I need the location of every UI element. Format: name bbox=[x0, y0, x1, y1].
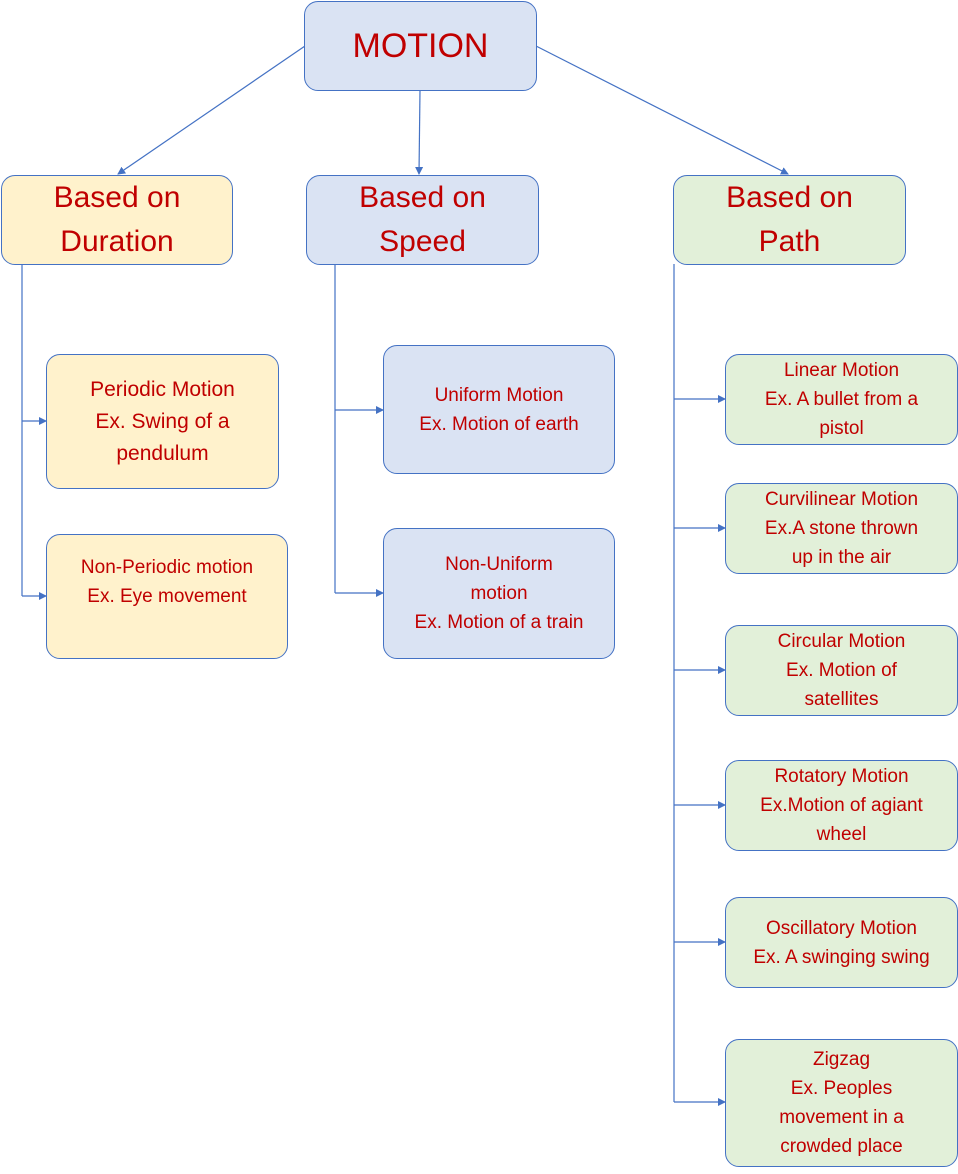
node-line: pendulum bbox=[116, 441, 209, 465]
category-duration: Based on Duration bbox=[1, 175, 233, 265]
root-label: MOTION bbox=[352, 26, 489, 65]
node-line: Ex. A swinging swing bbox=[753, 946, 930, 968]
category-speed: Based on Speed bbox=[306, 175, 539, 265]
node-line: crowded place bbox=[780, 1136, 903, 1157]
node-line: Ex.A stone thrown bbox=[764, 518, 919, 539]
node-circular-motion: Circular Motion Ex. Motion of satellites bbox=[725, 625, 958, 716]
arrow-root-to-duration bbox=[117, 45, 306, 175]
node-line: Ex.Motion of agiant bbox=[760, 795, 923, 816]
node-line: Ex. A bullet from a bbox=[764, 389, 919, 410]
category-duration-line1: Based on bbox=[53, 181, 181, 214]
node-line: motion bbox=[470, 583, 528, 604]
category-path-line2: Path bbox=[758, 225, 821, 258]
node-curvilinear-motion: Curvilinear Motion Ex.A stone thrown up … bbox=[725, 483, 958, 574]
node-line: Zigzag bbox=[812, 1049, 871, 1070]
node-line: satellites bbox=[804, 689, 879, 710]
arrow-root-to-path bbox=[535, 45, 789, 175]
node-line: pistol bbox=[819, 418, 864, 439]
node-line: Non-Periodic motion bbox=[80, 557, 254, 578]
node-line: Circular Motion bbox=[777, 631, 906, 652]
node-line: Rotatory Motion bbox=[774, 766, 909, 787]
category-duration-line2: Duration bbox=[60, 225, 174, 258]
node-oscillatory-motion: Oscillatory Motion Ex. A swinging swing bbox=[725, 897, 958, 988]
node-zigzag: Zigzag Ex. Peoples movement in a crowded… bbox=[725, 1039, 958, 1167]
node-rotatory-motion: Rotatory Motion Ex.Motion of agiant whee… bbox=[725, 760, 958, 851]
category-speed-line2: Speed bbox=[379, 225, 466, 258]
node-line: up in the air bbox=[791, 547, 892, 568]
node-linear-motion: Linear Motion Ex. A bullet from a pistol bbox=[725, 354, 958, 445]
node-uniform-motion: Uniform Motion Ex. Motion of earth bbox=[383, 345, 615, 474]
node-line: Linear Motion bbox=[783, 360, 900, 381]
node-line: movement in a bbox=[779, 1107, 904, 1128]
node-line: wheel bbox=[816, 824, 867, 845]
node-non-uniform-motion: Non-Uniform motion Ex. Motion of a train bbox=[383, 528, 615, 659]
node-line: Periodic Motion bbox=[90, 377, 235, 401]
category-path: Based on Path bbox=[673, 175, 906, 265]
node-line: Oscillatory Motion bbox=[766, 917, 917, 939]
node-line: Ex. Peoples bbox=[790, 1078, 893, 1099]
node-non-periodic-motion: Non-Periodic motion Ex. Eye movement bbox=[46, 534, 288, 659]
category-speed-line1: Based on bbox=[359, 181, 486, 214]
node-line: Ex. Motion of earth bbox=[419, 413, 579, 435]
category-path-line1: Based on bbox=[726, 181, 853, 214]
node-periodic-motion: Periodic Motion Ex. Swing of a pendulum bbox=[46, 354, 279, 489]
arrow-root-to-speed bbox=[415, 89, 424, 175]
root-node: MOTION bbox=[304, 1, 537, 91]
node-line: Ex. Motion of bbox=[786, 660, 897, 681]
node-line: Curvilinear Motion bbox=[764, 489, 919, 510]
node-line: Uniform Motion bbox=[434, 384, 564, 406]
node-line: Ex. Motion of a train bbox=[414, 612, 584, 633]
node-line: Non-Uniform bbox=[445, 554, 553, 575]
node-line: Ex. Eye movement bbox=[87, 586, 247, 607]
node-line: Ex. Swing of a bbox=[95, 409, 230, 433]
